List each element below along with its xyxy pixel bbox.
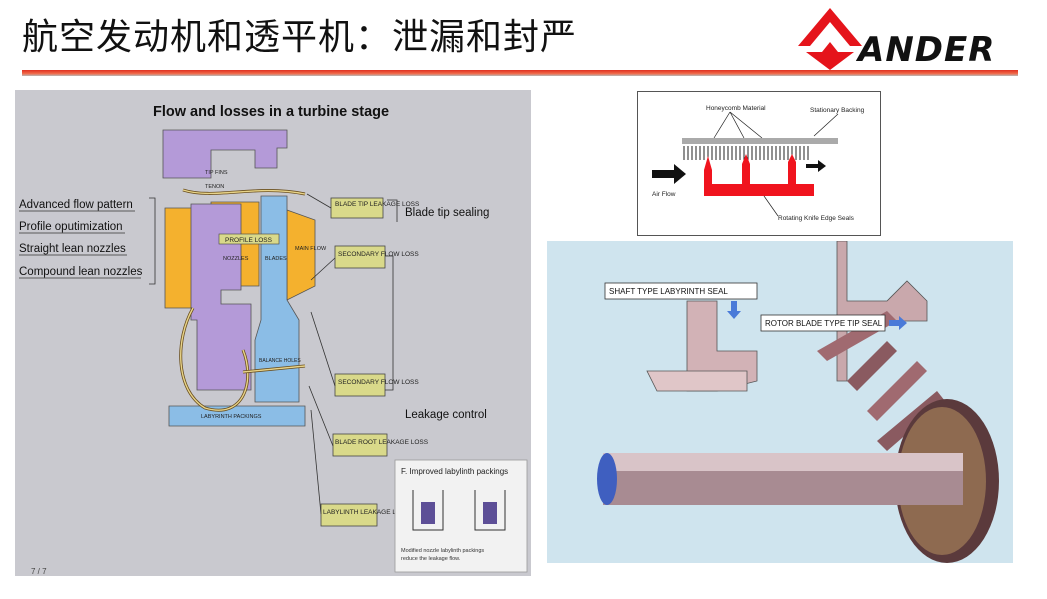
leakage-control-label: Leakage control bbox=[405, 409, 487, 421]
honeycomb-seal-figure: Honeycomb Material Stationary Backing Ai… bbox=[637, 91, 881, 236]
loss-box-label: BLADE ROOT LEAKAGE LOSS bbox=[335, 439, 429, 446]
inset-seal-outline bbox=[412, 490, 506, 531]
loss-box-label: LABYLINTH LEAKAGE LOSS bbox=[323, 509, 410, 516]
shaft-arrow bbox=[727, 301, 741, 319]
rotor-blade bbox=[867, 361, 927, 421]
balance-holes-label: BALANCE HOLES bbox=[259, 358, 301, 364]
left-bracket bbox=[149, 197, 156, 285]
left-label: Compound lean nozzles bbox=[19, 266, 143, 278]
left-label: Profile oputimization bbox=[19, 221, 123, 233]
honeycomb-label: Honeycomb Material bbox=[706, 105, 766, 112]
corner-page: 7 / 7 bbox=[31, 567, 47, 576]
loss-box-labylinth bbox=[320, 503, 378, 527]
rotor-label: ROTOR BLADE TYPE TIP SEAL bbox=[765, 319, 883, 328]
loss-box-secondary-1 bbox=[334, 245, 386, 269]
leader-lines bbox=[306, 193, 336, 515]
turbine-stage-figure: Flow and losses in a turbine stage TIP F… bbox=[15, 90, 531, 576]
top-leaders bbox=[713, 111, 839, 139]
blades-label: BLADES bbox=[265, 256, 287, 262]
knife-leader bbox=[763, 195, 779, 217]
page-title: 航空发动机和透平机：泄漏和封严 bbox=[22, 17, 578, 58]
honeycomb-svg: Honeycomb Material Stationary Backing Ai… bbox=[652, 105, 865, 222]
shaft-label: SHAFT TYPE LABYRINTH SEAL bbox=[609, 287, 728, 296]
inset-seal-right bbox=[483, 502, 497, 524]
shaft-label-box bbox=[604, 282, 758, 300]
logo-text: ANDER bbox=[858, 30, 996, 70]
inset-caption-2: reduce the leakage flow. bbox=[401, 556, 461, 562]
casing-top bbox=[162, 129, 288, 179]
turbine-stage-svg: Flow and losses in a turbine stage TIP F… bbox=[19, 104, 528, 576]
rotor-label-box bbox=[760, 314, 886, 332]
profile-loss-box bbox=[218, 233, 280, 245]
nozzles-label: NOZZLES bbox=[223, 256, 249, 262]
backing-label: Stationary Backing bbox=[810, 107, 865, 114]
rotor-base bbox=[168, 405, 306, 427]
right-bracket bbox=[385, 199, 398, 391]
flow-path-balance-inner bbox=[242, 365, 306, 373]
main-flow-label: MAIN FLOW bbox=[295, 246, 327, 252]
ander-logo bbox=[798, 8, 862, 70]
logo-red-mark bbox=[798, 8, 862, 46]
air-flow-arrow-right bbox=[806, 160, 826, 172]
seal-cutaway-figure: SHAFT TYPE LABYRINTH SEAL ROTOR BLADE TY… bbox=[547, 240, 1013, 563]
honeycomb-strips bbox=[683, 146, 809, 160]
blade-tip-sealing-label: Blade tip sealing bbox=[405, 207, 489, 219]
tenon-label: TENON bbox=[205, 184, 224, 190]
loss-box-label: BLADE TIP LEAKAGE LOSS bbox=[335, 201, 420, 208]
left-labels-group: Advanced flow pattern Profile oputimizat… bbox=[19, 197, 156, 285]
inset-caption-1: Modified nozzle labylinth packings bbox=[401, 548, 484, 554]
loss-box-label: SECONDARY FLOW LOSS bbox=[338, 251, 419, 258]
seal-housing bbox=[646, 370, 748, 392]
seal-cutaway-svg: SHAFT TYPE LABYRINTH SEAL ROTOR BLADE TY… bbox=[597, 240, 999, 563]
loss-boxes-group: BLADE TIP LEAKAGE LOSS SECONDARY FLOW LO… bbox=[306, 193, 429, 527]
labyrinth-packings-label: LABYRINTH PACKINGS bbox=[201, 414, 262, 420]
loss-box-label: SECONDARY FLOW LOSS bbox=[338, 379, 419, 386]
rotor-arrow bbox=[889, 316, 907, 330]
inset-title: F. Improved labylinth packings bbox=[401, 467, 508, 476]
backing-bar bbox=[682, 138, 838, 144]
flow-path-tip-inner bbox=[182, 189, 306, 195]
blade-body bbox=[254, 195, 300, 403]
logo-red-mark-lower bbox=[806, 42, 854, 70]
inset-seal-left bbox=[421, 502, 435, 524]
profile-loss-label: PROFILE LOSS bbox=[225, 237, 273, 244]
air-flow-arrow-left bbox=[652, 164, 686, 184]
air-flow-label: Air Flow bbox=[652, 191, 676, 198]
tip-fins-label: TIP FINS bbox=[205, 170, 228, 176]
rotor-blade bbox=[847, 341, 897, 391]
header-rule bbox=[22, 70, 1018, 76]
shaft-end bbox=[597, 453, 617, 505]
flow-path-root-inner bbox=[180, 307, 249, 411]
rotating-knife-seal bbox=[704, 154, 814, 196]
main-flow-region bbox=[286, 209, 316, 301]
shaft-highlight bbox=[603, 453, 963, 471]
left-label: Advanced flow pattern bbox=[19, 199, 133, 211]
left-label: Straight lean nozzles bbox=[19, 243, 126, 255]
knife-label: Rotating Knife Edge Seals bbox=[778, 215, 855, 222]
casing-right bbox=[836, 240, 928, 382]
nozzle-body bbox=[190, 203, 252, 391]
figure-heading: Flow and losses in a turbine stage bbox=[153, 104, 389, 120]
